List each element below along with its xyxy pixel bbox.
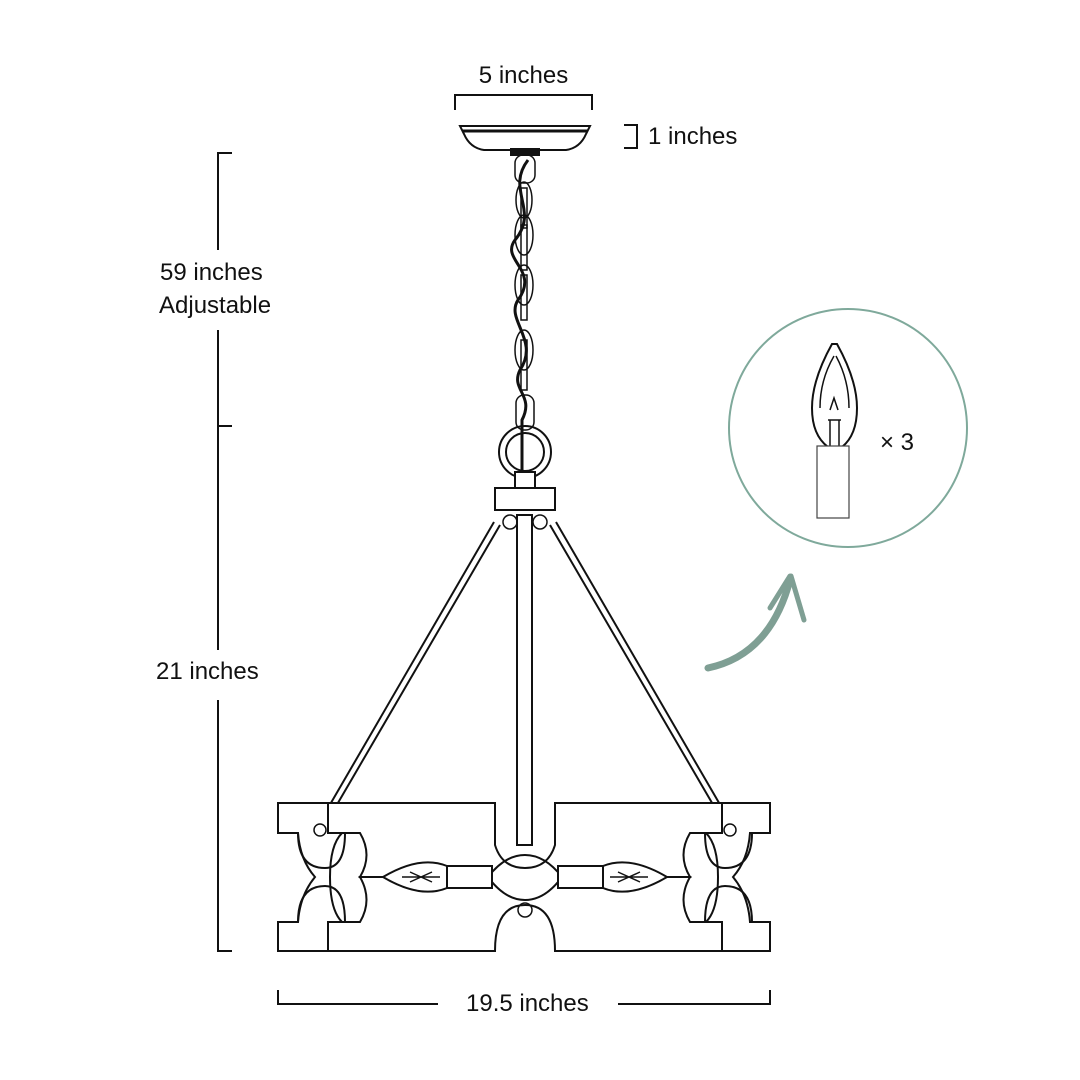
fixture-width-label: 19.5 inches: [466, 988, 589, 1020]
arrow-icon: [704, 573, 807, 672]
loop-ring: [494, 425, 556, 511]
chain-length-note: Adjustable: [159, 290, 272, 322]
canopy-width-bracket: [454, 94, 593, 110]
fixture-height-dimension: [217, 426, 232, 952]
fixture-frame: [277, 802, 771, 952]
canopy-height-bracket: [624, 124, 638, 149]
fixture-height-label: 21 inches: [156, 656, 259, 688]
canopy-height-label: 1 inches: [648, 121, 738, 153]
chain: [510, 154, 536, 470]
support-rods: [327, 514, 723, 846]
chain-length-label: 59 inches: [160, 257, 263, 289]
canopy-width-label: 5 inches: [455, 60, 592, 92]
fixture-width-dimension: [277, 990, 771, 1005]
canopy: [458, 125, 592, 156]
bulb-quantity-label: × 3: [880, 429, 915, 456]
frame-bulbs: [381, 861, 669, 893]
bulb-callout: [728, 308, 968, 548]
